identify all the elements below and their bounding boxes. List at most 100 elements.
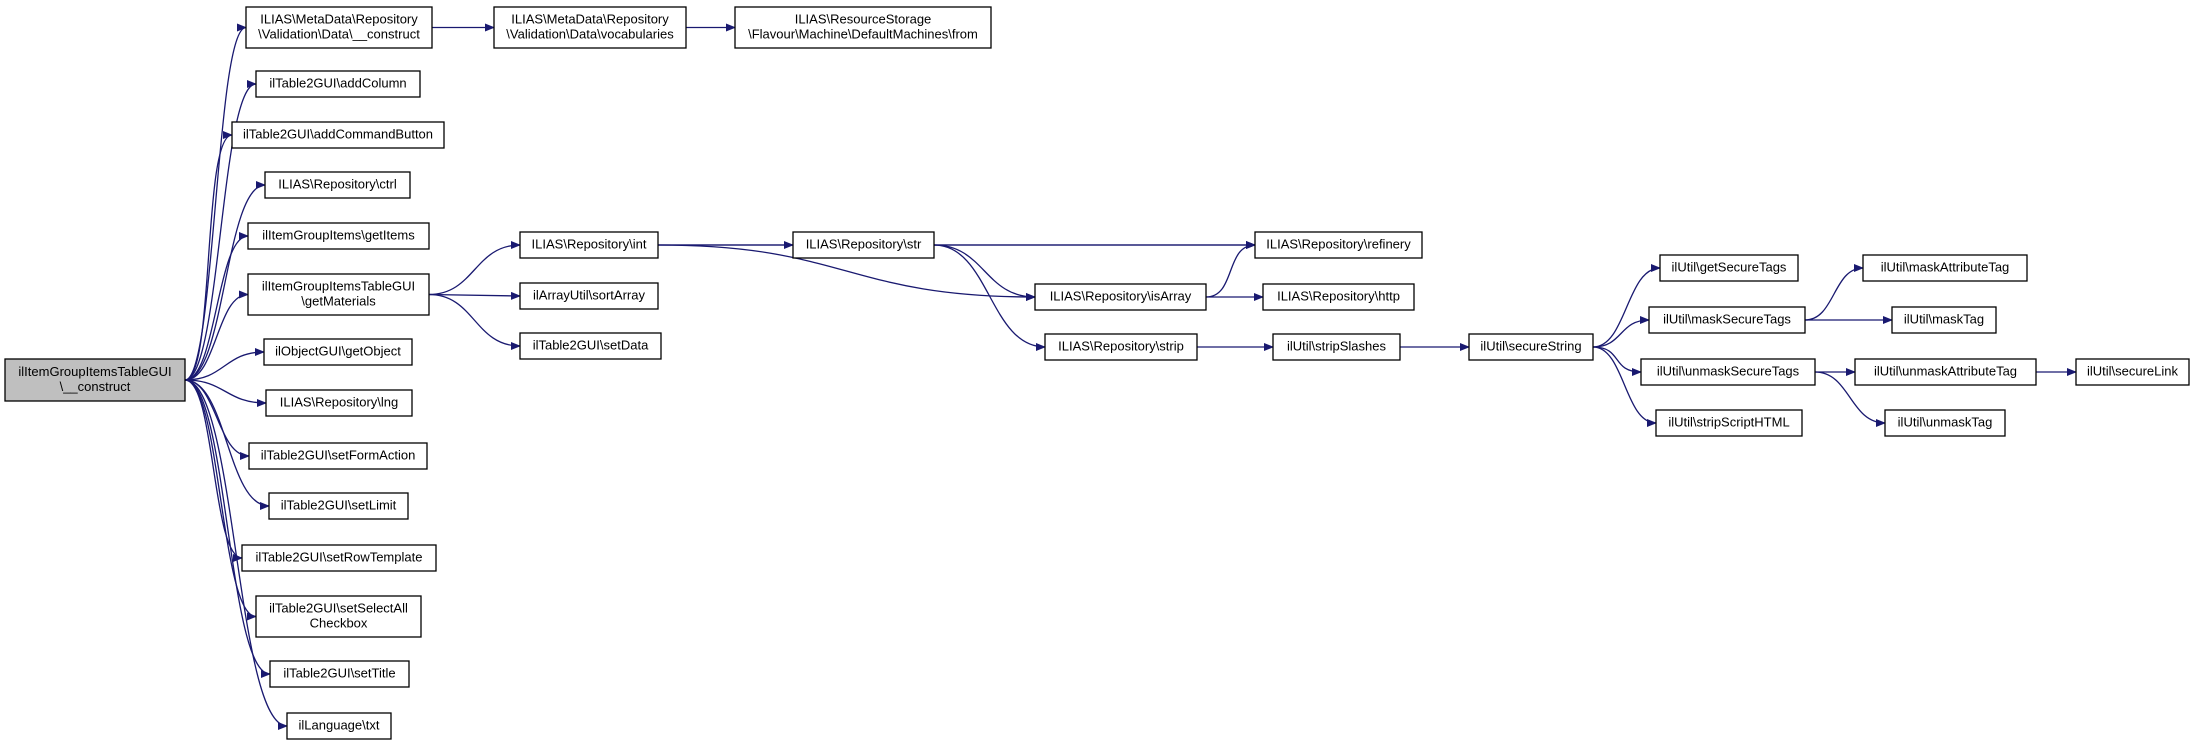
node-box[interactable] bbox=[1659, 254, 1799, 282]
node-label: ILIAS\MetaData\Repository bbox=[511, 11, 669, 26]
node-box[interactable] bbox=[1884, 409, 2006, 437]
node-str[interactable]: ILIAS\Repository\str bbox=[792, 231, 935, 259]
node-unmaskSecureTags[interactable]: ilUtil\unmaskSecureTags bbox=[1640, 358, 1816, 386]
node-box[interactable] bbox=[493, 6, 687, 49]
node-stripScriptHTML[interactable]: ilUtil\stripScriptHTML bbox=[1655, 409, 1803, 437]
edge-root-to-setFormAction bbox=[184, 379, 250, 460]
node-label: ilItemGroupItemsTableGUI bbox=[18, 364, 171, 379]
node-maskSecureTags[interactable]: ilUtil\maskSecureTags bbox=[1648, 306, 1806, 334]
node-box[interactable] bbox=[4, 358, 186, 402]
node-getItems[interactable]: ilItemGroupItems\getItems bbox=[247, 222, 430, 250]
node-http[interactable]: ILIAS\Repository\http bbox=[1262, 283, 1415, 311]
node-ctrl[interactable]: ILIAS\Repository\ctrl bbox=[264, 171, 411, 199]
edge-root-to-ctrl bbox=[184, 181, 266, 381]
node-box[interactable] bbox=[1044, 333, 1198, 361]
node-label: Checkbox bbox=[310, 615, 368, 630]
node-label: \Validation\Data\vocabularies bbox=[506, 26, 674, 41]
node-md_construct[interactable]: ILIAS\MetaData\Repository\Validation\Dat… bbox=[245, 6, 433, 49]
node-secureLink[interactable]: ilUtil\secureLink bbox=[2075, 358, 2190, 386]
node-box[interactable] bbox=[248, 442, 428, 470]
node-label: ilTable2GUI\setData bbox=[533, 337, 649, 352]
node-sortArray[interactable]: ilArrayUtil\sortArray bbox=[519, 282, 659, 310]
node-label: ilUtil\secureString bbox=[1480, 338, 1581, 353]
node-label: ilItemGroupItemsTableGUI bbox=[262, 278, 415, 293]
node-box[interactable] bbox=[734, 6, 992, 49]
node-txt[interactable]: ilLanguage\txt bbox=[286, 712, 392, 740]
edge-int-to-isArray bbox=[657, 244, 1036, 301]
node-box[interactable] bbox=[1640, 358, 1816, 386]
node-label: \getMaterials bbox=[301, 293, 376, 308]
edge-root-to-lng bbox=[184, 379, 267, 407]
node-box[interactable] bbox=[263, 338, 413, 366]
node-int[interactable]: ILIAS\Repository\int bbox=[519, 231, 659, 259]
edge-getMaterials-to-int bbox=[428, 241, 521, 296]
node-setLimit[interactable]: ilTable2GUI\setLimit bbox=[268, 492, 409, 520]
node-box[interactable] bbox=[286, 712, 392, 740]
node-maskTag[interactable]: ilUtil\maskTag bbox=[1891, 306, 1997, 334]
node-box[interactable] bbox=[1254, 231, 1423, 259]
node-getObject[interactable]: ilObjectGUI\getObject bbox=[263, 338, 413, 366]
node-box[interactable] bbox=[519, 231, 659, 259]
node-box[interactable] bbox=[792, 231, 935, 259]
node-label: ilUtil\maskAttributeTag bbox=[1881, 259, 2010, 274]
node-box[interactable] bbox=[1854, 358, 2037, 386]
node-getMaterials[interactable]: ilItemGroupItemsTableGUI\getMaterials bbox=[247, 273, 430, 316]
node-unmaskTag[interactable]: ilUtil\unmaskTag bbox=[1884, 409, 2006, 437]
node-label: ilTable2GUI\setFormAction bbox=[261, 447, 416, 462]
node-box[interactable] bbox=[1034, 283, 1207, 311]
node-box[interactable] bbox=[247, 222, 430, 250]
node-label: ilUtil\stripScriptHTML bbox=[1668, 414, 1789, 429]
node-box[interactable] bbox=[1262, 283, 1415, 311]
node-lng[interactable]: ILIAS\Repository\lng bbox=[265, 389, 413, 417]
node-box[interactable] bbox=[519, 282, 659, 310]
node-setFormAction[interactable]: ilTable2GUI\setFormAction bbox=[248, 442, 428, 470]
node-box[interactable] bbox=[1891, 306, 1997, 334]
node-stripSlashes[interactable]: ilUtil\stripSlashes bbox=[1272, 333, 1401, 361]
node-box[interactable] bbox=[265, 389, 413, 417]
edge-root-to-md_construct bbox=[184, 23, 247, 381]
node-unmaskAttributeTag[interactable]: ilUtil\unmaskAttributeTag bbox=[1854, 358, 2037, 386]
node-strip[interactable]: ILIAS\Repository\strip bbox=[1044, 333, 1198, 361]
nodes-layer: ilItemGroupItemsTableGUI\__constructILIA… bbox=[4, 6, 2190, 740]
node-setRowTemplate[interactable]: ilTable2GUI\setRowTemplate bbox=[241, 544, 437, 572]
node-box[interactable] bbox=[255, 70, 421, 98]
node-md_vocab[interactable]: ILIAS\MetaData\Repository\Validation\Dat… bbox=[493, 6, 687, 49]
node-root[interactable]: ilItemGroupItemsTableGUI\__construct bbox=[4, 358, 186, 402]
node-box[interactable] bbox=[1648, 306, 1806, 334]
node-secureString[interactable]: ilUtil\secureString bbox=[1468, 333, 1594, 361]
node-box[interactable] bbox=[245, 6, 433, 49]
node-label: \Validation\Data\__construct bbox=[258, 26, 420, 41]
node-getSecureTags[interactable]: ilUtil\getSecureTags bbox=[1659, 254, 1799, 282]
node-setTitle[interactable]: ilTable2GUI\setTitle bbox=[269, 660, 410, 688]
node-box[interactable] bbox=[269, 660, 410, 688]
node-box[interactable] bbox=[1655, 409, 1803, 437]
node-addColumn[interactable]: ilTable2GUI\addColumn bbox=[255, 70, 421, 98]
node-refinery[interactable]: ILIAS\Repository\refinery bbox=[1254, 231, 1423, 259]
node-box[interactable] bbox=[2075, 358, 2190, 386]
node-box[interactable] bbox=[231, 121, 445, 149]
node-label: ILIAS\Repository\strip bbox=[1058, 338, 1184, 353]
node-box[interactable] bbox=[268, 492, 409, 520]
node-box[interactable] bbox=[1272, 333, 1401, 361]
edge-root-to-setLimit bbox=[184, 379, 270, 510]
node-rs_from[interactable]: ILIAS\ResourceStorage\Flavour\Machine\De… bbox=[734, 6, 992, 49]
edge-unmaskSecureTags-to-unmaskTag bbox=[1814, 371, 1886, 427]
node-box[interactable] bbox=[519, 332, 662, 360]
node-label: ILIAS\Repository\str bbox=[806, 236, 922, 251]
node-maskAttributeTag[interactable]: ilUtil\maskAttributeTag bbox=[1862, 254, 2028, 282]
edge-isArray-to-refinery bbox=[1205, 241, 1256, 298]
node-isArray[interactable]: ILIAS\Repository\isArray bbox=[1034, 283, 1207, 311]
edge-secureString-to-unmaskSecureTags bbox=[1592, 346, 1642, 376]
edge-secureString-to-stripScriptHTML bbox=[1592, 346, 1657, 427]
node-box[interactable] bbox=[241, 544, 437, 572]
node-box[interactable] bbox=[1468, 333, 1594, 361]
node-box[interactable] bbox=[264, 171, 411, 199]
node-addCommandButton[interactable]: ilTable2GUI\addCommandButton bbox=[231, 121, 445, 149]
edge-secureString-to-maskSecureTags bbox=[1592, 316, 1650, 348]
node-box[interactable] bbox=[1862, 254, 2028, 282]
node-box[interactable] bbox=[247, 273, 430, 316]
node-label: ilUtil\unmaskTag bbox=[1898, 414, 1993, 429]
node-box[interactable] bbox=[255, 595, 422, 638]
node-setData[interactable]: ilTable2GUI\setData bbox=[519, 332, 662, 360]
